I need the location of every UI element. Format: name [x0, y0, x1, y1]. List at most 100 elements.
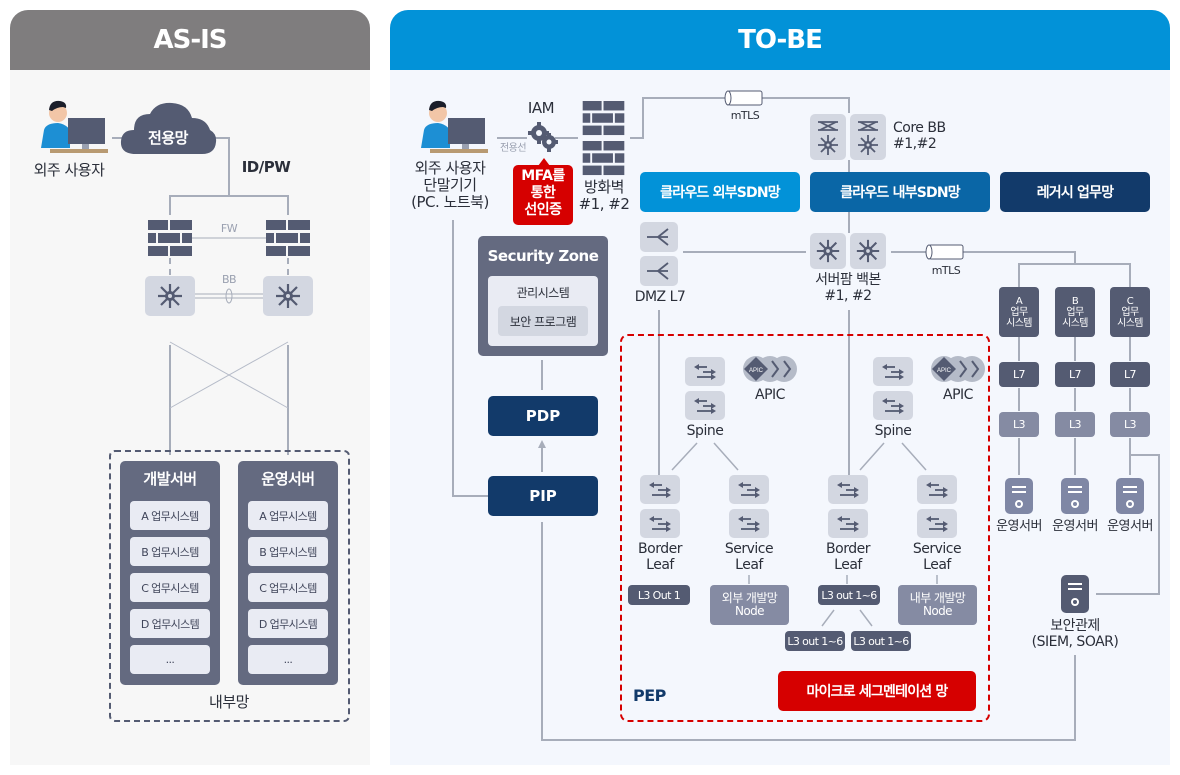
spine-switch: [873, 391, 913, 420]
backbone-switch-left: [145, 276, 195, 316]
spine-switch: [685, 357, 725, 386]
server-farm-switch-2: [850, 233, 886, 269]
dev-server-title: 개발서버: [143, 470, 197, 488]
service-leaf-label: Service Leaf: [912, 541, 962, 573]
ops-system-item: B 업무시스템: [248, 537, 328, 566]
load-balancer-icon: [647, 228, 669, 246]
router-icon: [816, 239, 840, 263]
leaf-switch-icon: [649, 481, 671, 498]
spine-switch: [873, 357, 913, 386]
svg-text:APIC: APIC: [937, 368, 952, 374]
apic-label: APIC: [755, 387, 785, 403]
internal-network-label: 내부망: [209, 693, 249, 711]
dedicated-network-cloud-icon: [120, 102, 217, 154]
management-system-label: 관리시스템: [516, 286, 570, 300]
router-icon: [158, 284, 182, 308]
legacy-business-system: C 업무 시스템: [1110, 287, 1150, 337]
apic-controller-icon: APIC: [931, 356, 985, 382]
ops-system-item: ...: [248, 645, 328, 674]
leaf-switch-icon: [649, 515, 671, 532]
fw-label: FW: [220, 222, 238, 235]
service-leaf-switch: [729, 475, 769, 504]
dev-network-node: 외부 개발망 Node: [710, 585, 789, 625]
server-farm-switch-1: [810, 233, 846, 269]
ops-server-title: 운영서버: [261, 470, 315, 488]
border-leaf-switch: [640, 509, 680, 538]
internal-network-zone: [109, 450, 350, 722]
l3-out-box: L3 out 1~6: [818, 585, 880, 605]
leaf-switch-icon: [738, 515, 760, 532]
mtls-label-bottom: mTLS: [931, 264, 961, 277]
security-control-server-icon: [1061, 575, 1089, 613]
firewall-label: 방화벽 #1, #2: [578, 178, 630, 213]
network-cloud-internal-sdn[interactable]: 클라우드 내부SDN망: [810, 172, 990, 212]
ops-system-item: D 업무시스템: [248, 609, 328, 638]
service-leaf-switch: [917, 475, 957, 504]
pdp-box[interactable]: PDP: [488, 396, 598, 436]
dev-system-item: D 업무시스템: [130, 609, 210, 638]
dev-server-column: 개발서버 A 업무시스템 B 업무시스템 C 업무시스템 D 업무시스템 ...: [120, 461, 220, 685]
core-bb-label: Core BB #1,#2: [893, 120, 946, 152]
leaf-switch-icon: [926, 515, 948, 532]
legacy-l7-device: L7: [1110, 362, 1150, 387]
pip-box[interactable]: PIP: [488, 476, 598, 516]
security-program-box: 보안 프로그램: [498, 306, 588, 336]
network-legacy[interactable]: 레거시 업무망: [1000, 172, 1150, 212]
micro-segmentation-network[interactable]: 마이크로 세그멘테이션 망: [778, 671, 976, 711]
ops-system-item: C 업무시스템: [248, 573, 328, 602]
legacy-l3-device: L3: [999, 412, 1039, 437]
leaf-switch-icon: [926, 481, 948, 498]
dmz-l7-label: DMZ L7: [634, 289, 686, 305]
leaf-switch-icon: [837, 481, 859, 498]
management-system-box: 관리시스템 보안 프로그램: [488, 276, 598, 346]
outsource-user-icon: [41, 100, 108, 153]
firewall-icon-2: [582, 141, 625, 176]
id-pw-label: ID/PW: [241, 158, 291, 176]
leaf-switch-icon: [837, 515, 859, 532]
mtls-label-top: mTLS: [730, 109, 760, 122]
outsource-device-user-icon: [421, 100, 488, 153]
apic-controller: APIC: [928, 355, 988, 387]
ops-server-column: 운영서버 A 업무시스템 B 업무시스템 C 업무시스템 D 업무시스템 ...: [238, 461, 338, 685]
mfa-callout: [513, 165, 573, 225]
pep-label: PEP: [633, 686, 666, 705]
security-zone-title: Security Zone: [487, 247, 599, 265]
firewall-icon-left: [148, 220, 192, 256]
load-balancer-icon: [647, 262, 669, 280]
border-leaf-label: Border Leaf: [826, 541, 870, 573]
dev-system-item: C 업무시스템: [130, 573, 210, 602]
apic-controller-icon: APIC: [743, 356, 797, 382]
firewall-icon-right: [266, 220, 310, 256]
as-is-header: AS-IS: [10, 10, 370, 70]
spine-label: Spine: [874, 423, 912, 439]
border-leaf-label: Border Leaf: [638, 541, 682, 573]
svg-text:APIC: APIC: [749, 368, 764, 374]
legacy-ops-server-label: 운영서버: [996, 519, 1042, 534]
spine-switch: [685, 391, 725, 420]
mfa-label: MFA를 통한 선인증: [521, 168, 565, 218]
iam-label: IAM: [527, 99, 555, 117]
as-is-user-label: 외주 사용자: [33, 161, 105, 179]
service-leaf-switch: [917, 509, 957, 538]
leaf-switch-icon: [738, 481, 760, 498]
border-leaf-switch: [828, 475, 868, 504]
ops-system-item: A 업무시스템: [248, 501, 328, 530]
l3-out-sub-box: L3 out 1~6: [785, 631, 845, 651]
legacy-l3-device: L3: [1055, 412, 1095, 437]
legacy-ops-server-label: 운영서버: [1052, 519, 1098, 534]
legacy-ops-server-icon: [1005, 478, 1033, 514]
dev-system-item: B 업무시스템: [130, 537, 210, 566]
legacy-business-system: A 업무 시스템: [999, 287, 1039, 337]
service-leaf-label: Service Leaf: [724, 541, 774, 573]
to-be-header: TO-BE: [390, 10, 1170, 70]
leaf-switch-icon: [694, 363, 716, 380]
dmz-l7-device-2: [640, 256, 678, 286]
dev-system-item: ...: [130, 645, 210, 674]
dmz-l7-device-1: [640, 222, 678, 252]
apic-controller: APIC: [740, 355, 800, 387]
legacy-ops-server-label: 운영서버: [1107, 519, 1153, 534]
service-leaf-switch: [729, 509, 769, 538]
router-icon: [276, 284, 300, 308]
security-control-label: 보안관제 (SIEM, SOAR): [1031, 618, 1119, 650]
network-cloud-external-sdn[interactable]: 클라우드 외부SDN망: [640, 172, 800, 212]
